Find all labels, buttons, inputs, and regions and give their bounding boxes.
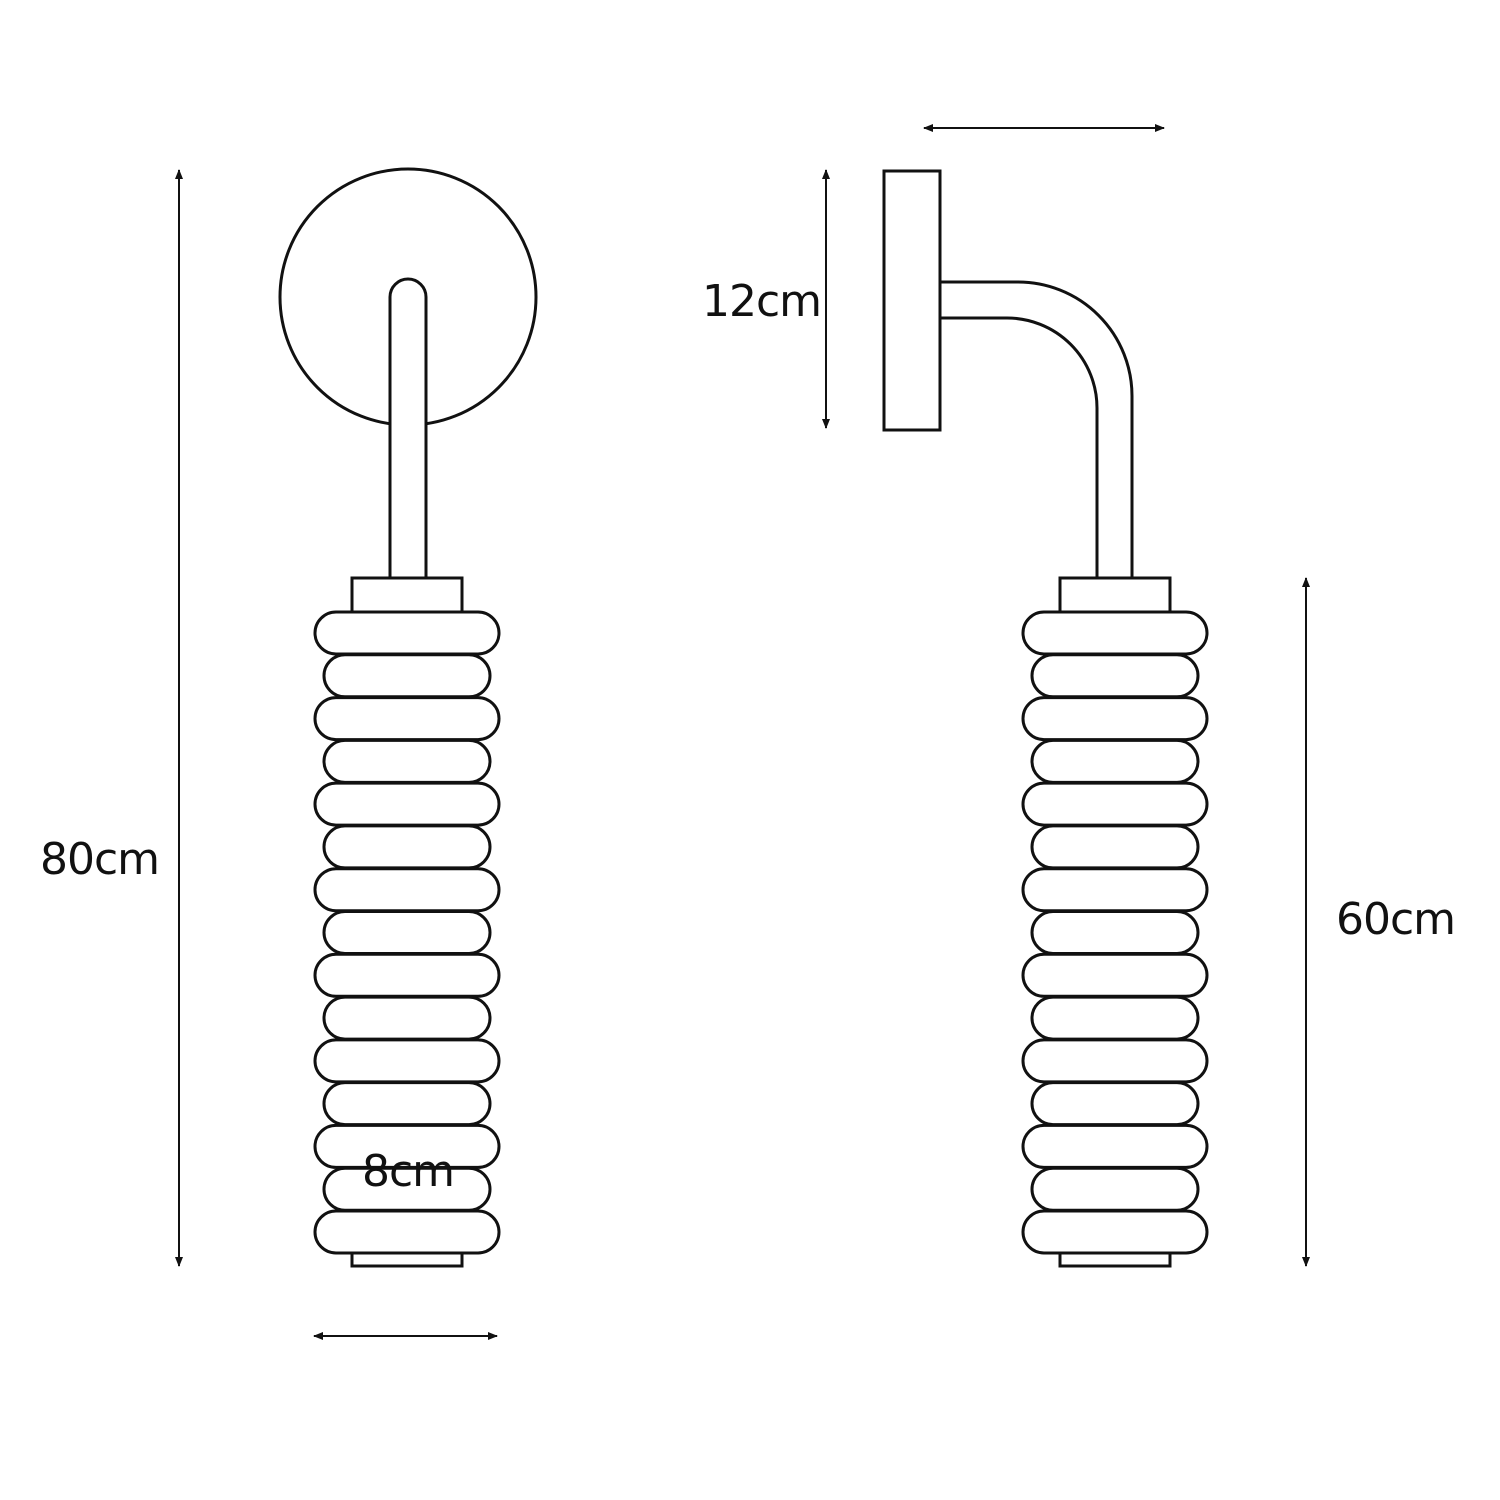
shade-ring: [322, 738, 492, 784]
shade-ring: [313, 952, 501, 998]
shade-ring: [1021, 781, 1209, 827]
side-shade-rings: [1021, 610, 1209, 1255]
shade-ring: [1021, 1038, 1209, 1084]
shade-ring: [1021, 1209, 1209, 1255]
shade-ring: [313, 867, 501, 913]
shade-ring: [313, 1209, 501, 1255]
shade-ring: [1030, 910, 1200, 955]
shade-ring: [1030, 738, 1200, 784]
shade-ring: [322, 995, 492, 1041]
shade-ring: [322, 824, 492, 870]
shade-ring: [1030, 1166, 1200, 1212]
shade-ring: [322, 1081, 492, 1127]
front-view: [278, 167, 538, 1268]
shade-ring: [1021, 610, 1209, 656]
shade-ring: [1021, 952, 1209, 998]
shade-ring: [322, 653, 492, 699]
front-shade-rings: [313, 610, 501, 1255]
shade-ring: [1030, 824, 1200, 870]
shade-width-label: 8cm: [362, 1146, 455, 1197]
backplate-height-label: 12cm: [702, 276, 822, 327]
side-view: [882, 169, 1209, 1268]
side-top-cap: [1058, 576, 1172, 616]
shade-ring: [1021, 867, 1209, 913]
shade-ring: [313, 1038, 501, 1084]
shade-ring: [313, 610, 501, 656]
shade-ring: [1021, 696, 1209, 742]
shade-ring: [1030, 1081, 1200, 1127]
front-stem: [388, 277, 428, 578]
dimension-arrows: [175, 124, 1310, 1340]
shade-ring: [1030, 653, 1200, 699]
front-top-cap: [350, 576, 464, 616]
side-arm: [940, 280, 1134, 580]
shade-ring: [313, 781, 501, 827]
shade-height-label: 60cm: [1336, 894, 1456, 945]
overall-height-label: 80cm: [40, 834, 160, 885]
shade-ring: [1021, 1123, 1209, 1169]
shade-ring: [322, 910, 492, 955]
side-backplate: [882, 169, 942, 432]
shade-ring: [313, 696, 501, 742]
shade-ring: [1030, 995, 1200, 1041]
